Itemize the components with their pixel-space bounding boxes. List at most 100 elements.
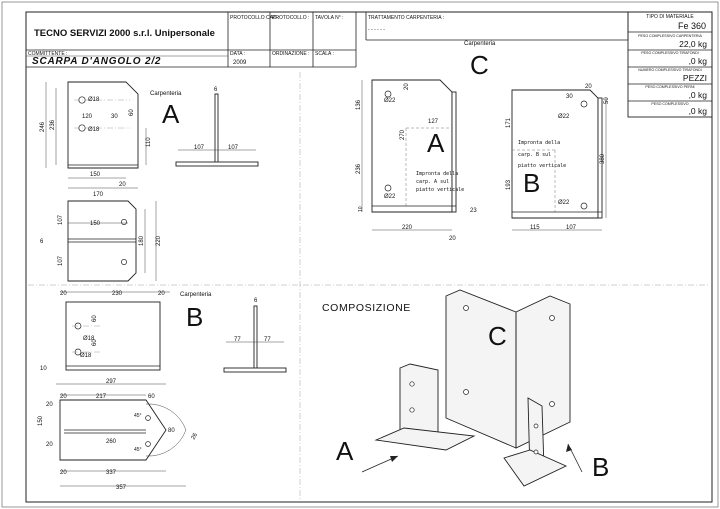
drawing-frame bbox=[25, 11, 713, 503]
part-b-dim-p150: 150 bbox=[38, 415, 44, 426]
part-b-dim-p20c: 20 bbox=[46, 402, 53, 408]
part-b-dim-d1: Ø18 bbox=[83, 336, 95, 342]
part-c-dim-127: 127 bbox=[428, 119, 439, 125]
part-b-dim-p20d: 20 bbox=[46, 442, 53, 448]
part-c-b-letter: B bbox=[523, 168, 540, 198]
part-c-dim-b30: 30 bbox=[566, 94, 573, 100]
peso-carpenteria-label: PESO COMPLESSIVO CARPENTERIA bbox=[638, 34, 702, 38]
part-b-dim-d2: Ø18 bbox=[80, 353, 92, 359]
part-a-dim-246: 246 bbox=[40, 121, 46, 132]
pezzi-value: PEZZI bbox=[683, 73, 707, 83]
ordinazione-label: ORDINAZIONE : bbox=[272, 51, 310, 57]
part-b-dim-260: 260 bbox=[106, 439, 117, 445]
part-a-side-plate bbox=[214, 93, 219, 165]
part-c-dim-bd2: Ø22 bbox=[558, 200, 570, 206]
impronta-b-line1: Impronta della bbox=[518, 140, 560, 146]
composition-letter-b: B bbox=[592, 452, 609, 482]
part-b-dim-77b: 77 bbox=[264, 337, 271, 343]
data-value: 2009 bbox=[233, 60, 247, 66]
part-c-dim-220: 220 bbox=[402, 225, 413, 231]
part-c-a-letter: A bbox=[427, 128, 445, 158]
peso-carpenteria-value: 22,0 kg bbox=[679, 39, 707, 49]
part-b-dim-77a: 77 bbox=[234, 337, 241, 343]
tavola-label: TAVOLA N° : bbox=[315, 15, 344, 21]
part-b-dim-t6: 6 bbox=[254, 298, 258, 304]
part-c-dim-b20: 20 bbox=[585, 84, 592, 90]
part-c-dim-23: 23 bbox=[470, 208, 477, 214]
part-c-dim-b115: 115 bbox=[530, 225, 540, 231]
impronta-b-line3: piatto verticale bbox=[518, 163, 566, 169]
part-b-dim-217: 217 bbox=[96, 394, 107, 400]
impronta-a-line2: carp. A sul bbox=[416, 179, 449, 185]
part-a-dim-t6: 6 bbox=[214, 87, 218, 93]
part-b-front-plate bbox=[65, 301, 161, 371]
trattamento-label: TRATTAMENTO CARPENTERIA : bbox=[368, 15, 444, 21]
part-c-dim-bd1: Ø22 bbox=[558, 114, 570, 120]
part-c-hole-bottom bbox=[384, 184, 392, 192]
part-b-dim-20b: 20 bbox=[158, 291, 165, 297]
part-a-carpenteria-label: Carpenteria bbox=[150, 91, 182, 97]
peso-perni-value: ,0 kg bbox=[689, 90, 708, 100]
part-b-dim-45b: 45° bbox=[134, 447, 142, 453]
data-label: DATA : bbox=[230, 51, 245, 57]
peso-totale-value: ,0 kg bbox=[689, 106, 708, 116]
company-name: TECNO SERVIZI 2000 s.r.l. Unipersonale bbox=[34, 28, 215, 39]
impronta-b-line2: carp. B sul bbox=[518, 152, 551, 158]
tipo-materiale-label: TIPO DI MATERIALE bbox=[646, 14, 694, 20]
part-b-dim-60a: 60 bbox=[92, 315, 98, 322]
part-c-dim-20b: 20 bbox=[449, 236, 456, 242]
part-c-letter: C bbox=[470, 50, 489, 80]
part-a-dim-plan-150: 150 bbox=[90, 221, 101, 227]
scala-label: SCALA : bbox=[315, 51, 334, 57]
part-a-dim-30: 30 bbox=[111, 114, 118, 120]
part-a-dim-107a: 107 bbox=[194, 145, 205, 151]
composition-view: COMPOSIZIONE C A B bbox=[322, 289, 609, 487]
part-c-dim-d2: Ø22 bbox=[384, 194, 396, 200]
part-a-dim-107b: 107 bbox=[228, 145, 239, 151]
part-b-dim-337: 337 bbox=[106, 470, 117, 476]
part-c-dim-b50: 50 bbox=[604, 97, 610, 104]
part-b-dim-80: 80 bbox=[168, 428, 175, 434]
part-a-front-plate bbox=[67, 81, 139, 169]
part-a-dim-110: 110 bbox=[146, 137, 152, 147]
part-b-dim-p20a: 20 bbox=[60, 394, 67, 400]
part-b-dim-60b: 60 bbox=[92, 339, 98, 346]
numero-tirafondi-label: NUMERO COMPLESSIVO TIRAFONDI bbox=[638, 68, 701, 72]
part-b-dim-26: 26 bbox=[191, 432, 200, 441]
peso-totale-label: PESO COMPLESSIVO bbox=[651, 102, 688, 106]
part-c-dim-236: 236 bbox=[356, 163, 362, 174]
part-b-dim-297: 297 bbox=[106, 379, 117, 385]
weight-table: TIPO DI MATERIALE Fe 360 PESO COMPLESSIV… bbox=[627, 11, 713, 118]
part-a-dim-d1: Ø18 bbox=[88, 97, 100, 103]
composition-letter-c: C bbox=[488, 321, 507, 351]
part-b-letter: B bbox=[186, 302, 203, 332]
peso-perni-label: PESO COMPLESSIVO PERNI bbox=[645, 85, 694, 89]
part-c-dim-d1: Ø22 bbox=[384, 98, 396, 104]
part-a-letter: A bbox=[162, 99, 180, 129]
part-c-carpenteria-label: Carpenteria bbox=[464, 41, 496, 47]
peso-tirafondi-label: PESO COMPLESSIVO TIRAFONDI bbox=[641, 51, 698, 55]
part-c-dim-b107: 107 bbox=[566, 225, 577, 231]
part-a-3d-plate bbox=[399, 363, 439, 433]
part-b-views: Carpenteria B Ø18 Ø18 60 60 20 230 20 10… bbox=[38, 291, 287, 491]
part-a-dim-plan-6: 6 bbox=[40, 239, 44, 245]
impronta-a-line3: piatto verticale bbox=[416, 187, 464, 193]
part-c-dim-20: 20 bbox=[404, 83, 410, 90]
part-a-3d-base bbox=[374, 427, 476, 451]
part-b-dim-10: 10 bbox=[40, 366, 47, 372]
part-b-dim-357: 357 bbox=[116, 485, 127, 491]
committente-label: COMMITTENTE : bbox=[28, 51, 67, 57]
part-c-dim-10: 10 bbox=[358, 206, 364, 212]
protocollo-label: PROTOCOLLO : bbox=[272, 15, 309, 21]
part-b-dim-20a: 20 bbox=[60, 291, 67, 297]
part-a-dim-20: 20 bbox=[119, 182, 126, 188]
part-b-dim-45a: 45° bbox=[134, 413, 142, 419]
part-a-dim-plan-220: 220 bbox=[156, 235, 162, 246]
title-block: TECNO SERVIZI 2000 s.r.l. Unipersonale P… bbox=[26, 12, 629, 68]
part-b-side-base bbox=[223, 367, 287, 373]
part-a-dim-d2: Ø18 bbox=[88, 127, 100, 133]
impronta-a-line1: Impronta della bbox=[416, 171, 458, 177]
trattamento-value: - - - - - - bbox=[368, 27, 385, 33]
part-c-views: Carpenteria C Ø22 Ø22 20 127 136 236 10 … bbox=[356, 41, 610, 242]
